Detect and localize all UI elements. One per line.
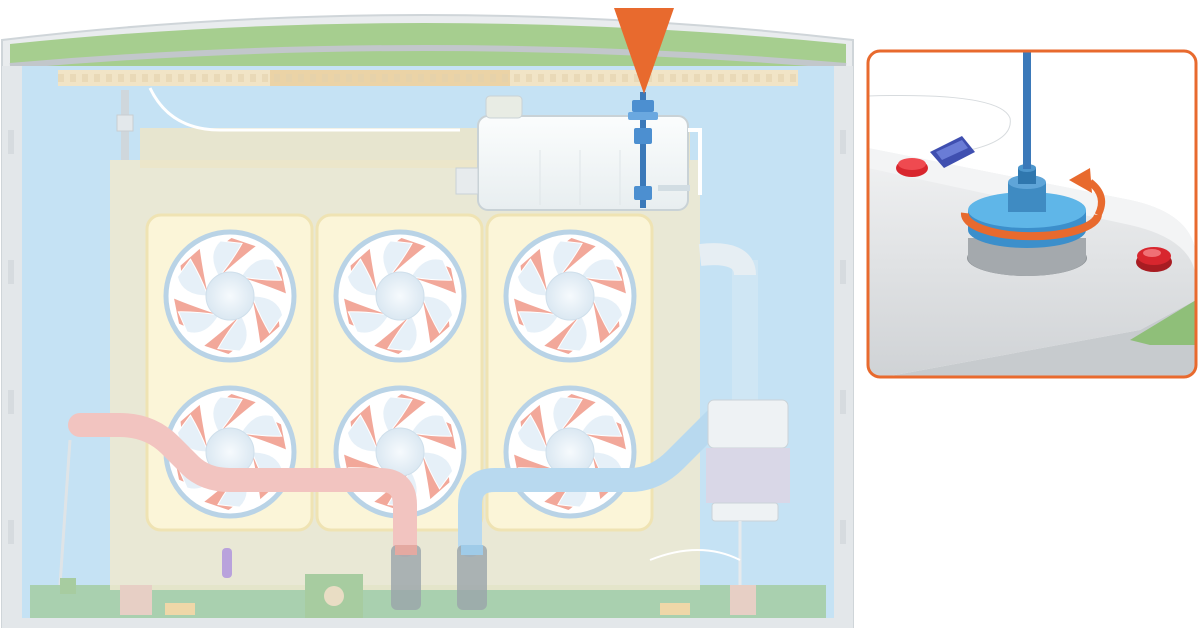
fan-2 <box>333 229 467 363</box>
callout-pointer-triangle <box>614 8 674 94</box>
base-frame <box>30 585 826 618</box>
fan-1 <box>163 229 297 363</box>
sensor-rod <box>1023 51 1031 169</box>
detail-inset <box>866 49 1198 379</box>
fan-3 <box>503 229 637 363</box>
bottom-components <box>60 548 756 618</box>
pipe-couplings <box>391 545 487 610</box>
hot-pipe <box>68 413 417 557</box>
red-button-right <box>1136 247 1172 272</box>
rotate-arrow-icon <box>960 168 1106 241</box>
cold-pipe <box>458 243 758 557</box>
lower-reservoir <box>649 399 790 600</box>
fan-6 <box>503 385 637 519</box>
detail-inset-frame <box>866 49 1198 379</box>
level-sensor <box>628 92 690 208</box>
cable-connector <box>930 136 975 168</box>
